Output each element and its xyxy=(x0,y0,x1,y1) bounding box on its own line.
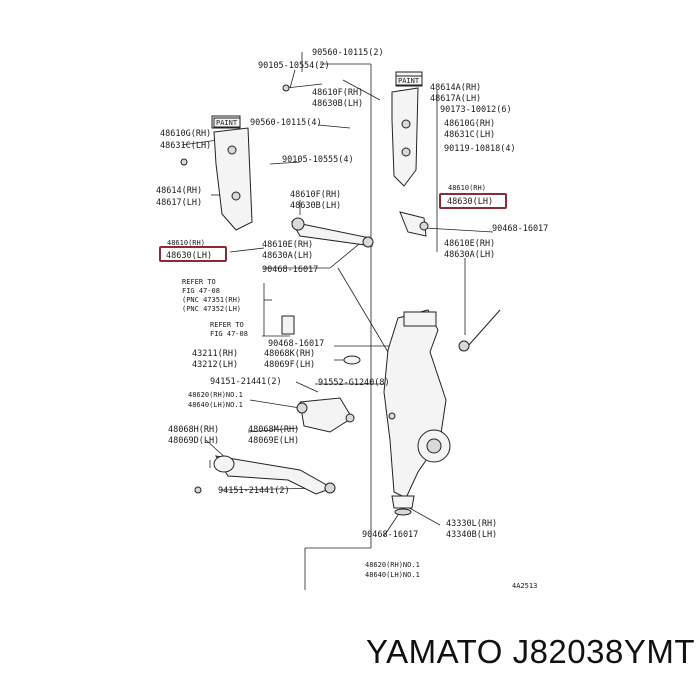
part-label: 94151-21441(2) xyxy=(218,486,290,496)
part-label: 48068H(RH) xyxy=(168,425,219,435)
part-label: 48610F(RH) xyxy=(312,88,363,98)
part-label: (PNC 47351(RH) xyxy=(182,296,241,304)
part-label: 43340B(LH) xyxy=(446,530,497,540)
part-label: 48630(LH) xyxy=(166,251,212,261)
stabilizer-link-right xyxy=(458,309,501,352)
lower-arm-no1 xyxy=(296,397,355,433)
lower-arm-no2 xyxy=(194,455,336,495)
part-label: 48069F(LH) xyxy=(264,360,315,370)
part-label: 48630(LH) xyxy=(447,197,493,207)
part-label: 48630A(LH) xyxy=(444,250,495,260)
paint-label: PAINT xyxy=(398,77,420,85)
part-label: 48620(RH)NO.1 xyxy=(188,391,243,399)
part-label: 48640(LH)NO.1 xyxy=(365,571,420,579)
part-label: 48617A(LH) xyxy=(430,94,481,104)
part-label: 90560-10115(2) xyxy=(312,48,384,58)
part-label: 90468-16017 xyxy=(268,339,324,349)
part-label: 90105-10555(4) xyxy=(282,155,354,165)
part-label: 48620(RH)NO.1 xyxy=(365,561,420,569)
part-label: 48610F(RH) xyxy=(290,190,341,200)
part-label: 48630A(LH) xyxy=(262,251,313,261)
part-label: 43212(LH) xyxy=(192,360,238,370)
upper-control-arm xyxy=(291,211,429,248)
part-label: 48617(LH) xyxy=(156,198,202,208)
part-label: 90560-10115(4) xyxy=(250,118,322,128)
part-label: 90119-10818(4) xyxy=(444,144,516,154)
part-label: 48630B(LH) xyxy=(290,201,341,211)
part-label: 90105-10554(2) xyxy=(258,61,330,71)
paint-tag-left: PAINT xyxy=(213,117,241,128)
part-label: FIG 47-08 xyxy=(210,330,248,338)
part-label: 48610G(RH) xyxy=(160,129,211,139)
part-labels: 90560-10115(2) 90105-10554(2) 48610F(RH)… xyxy=(156,48,548,590)
bushing-parts xyxy=(281,315,396,420)
part-label: 48068M(RH) xyxy=(248,425,299,435)
part-label: REFER TO xyxy=(182,278,216,286)
part-label: REFER TO xyxy=(210,321,244,329)
part-label: 91552-G1240(8) xyxy=(318,378,390,388)
part-label: 48640(LH)NO.1 xyxy=(188,401,243,409)
ball-joint xyxy=(391,495,415,516)
part-label: 48610E(RH) xyxy=(444,239,495,249)
upper-bracket-right xyxy=(391,71,423,187)
knuckle xyxy=(383,309,451,499)
part-label: 48610(RH) xyxy=(448,184,486,192)
part-label: 4A2513 xyxy=(512,582,537,590)
part-label: 48068K(RH) xyxy=(264,349,315,359)
part-label: 43330L(RH) xyxy=(446,519,497,529)
bolt-top xyxy=(282,83,323,92)
part-label: 48614A(RH) xyxy=(430,83,481,93)
part-label: 48610E(RH) xyxy=(262,240,313,250)
part-label: 48610G(RH) xyxy=(444,119,495,129)
part-label: 90468-16017 xyxy=(262,265,318,275)
part-label: 90173-10012(6) xyxy=(440,105,512,115)
brand-caption: YAMATO J82038YMT xyxy=(366,633,695,670)
part-label: FIG 47-08 xyxy=(182,287,220,295)
part-label: 48610(RH) xyxy=(167,239,205,247)
part-label: 48069D(LH) xyxy=(168,436,219,446)
part-label: 94151-21441(2) xyxy=(210,377,282,387)
part-label: 48631C(LH) xyxy=(444,130,495,140)
part-label: 48069E(LH) xyxy=(248,436,299,446)
strut-rod xyxy=(337,267,389,353)
highlight-box-left xyxy=(159,246,227,262)
part-label: 48631C(LH) xyxy=(160,141,211,151)
paint-label: PAINT xyxy=(216,119,238,127)
upper-bracket-left xyxy=(180,115,253,231)
frame-lines xyxy=(209,52,466,590)
part-label: 43211(RH) xyxy=(192,349,238,359)
part-label: 48630B(LH) xyxy=(312,99,363,109)
part-label: 48614(RH) xyxy=(156,186,202,196)
part-label: 90468-16017 xyxy=(492,224,548,234)
leader-lines xyxy=(181,69,494,537)
part-label: 90468-16017 xyxy=(362,530,418,540)
highlight-box-right xyxy=(439,193,507,209)
part-label: (PNC 47352(LH) xyxy=(182,305,241,313)
paint-tag-right: PAINT xyxy=(395,75,423,86)
